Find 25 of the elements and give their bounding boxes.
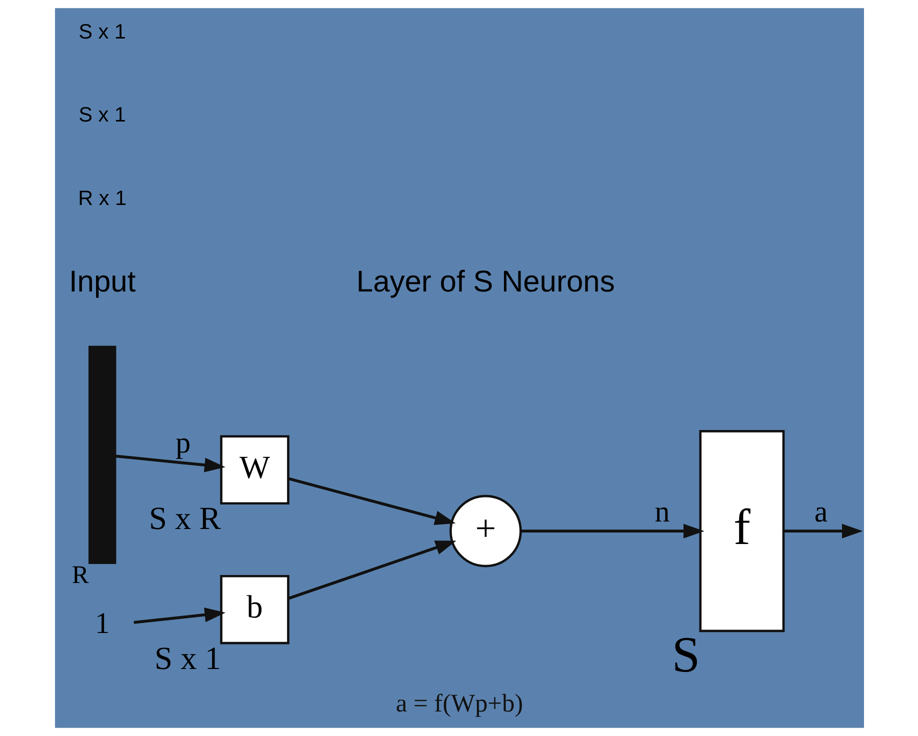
node-label: R [71, 561, 88, 590]
node-label: S x 1 [154, 640, 220, 676]
label: S x 1 [78, 104, 126, 127]
edge-label: n [654, 496, 670, 529]
caption: a = f(Wp+b) [395, 689, 523, 718]
node-label: S x R [148, 500, 220, 536]
node-box: f [698, 430, 784, 632]
node-bar [88, 346, 116, 564]
node-text: 1 [94, 607, 110, 640]
node-label: S [671, 626, 700, 683]
label: Layer of S Neurons [356, 265, 614, 298]
arrow [520, 524, 704, 538]
arrow [288, 477, 456, 526]
edge-label: p [175, 426, 190, 460]
arrow [114, 454, 225, 472]
edge-label: a [814, 496, 828, 529]
arrow [133, 608, 226, 624]
node-circle: + [449, 494, 522, 568]
arrow [783, 524, 862, 538]
node-box: W [220, 435, 289, 505]
label: Input [68, 265, 136, 298]
node-box: b [220, 574, 289, 644]
label: S x 1 [78, 20, 126, 44]
label: R x 1 [78, 186, 126, 210]
arrow [288, 540, 456, 600]
